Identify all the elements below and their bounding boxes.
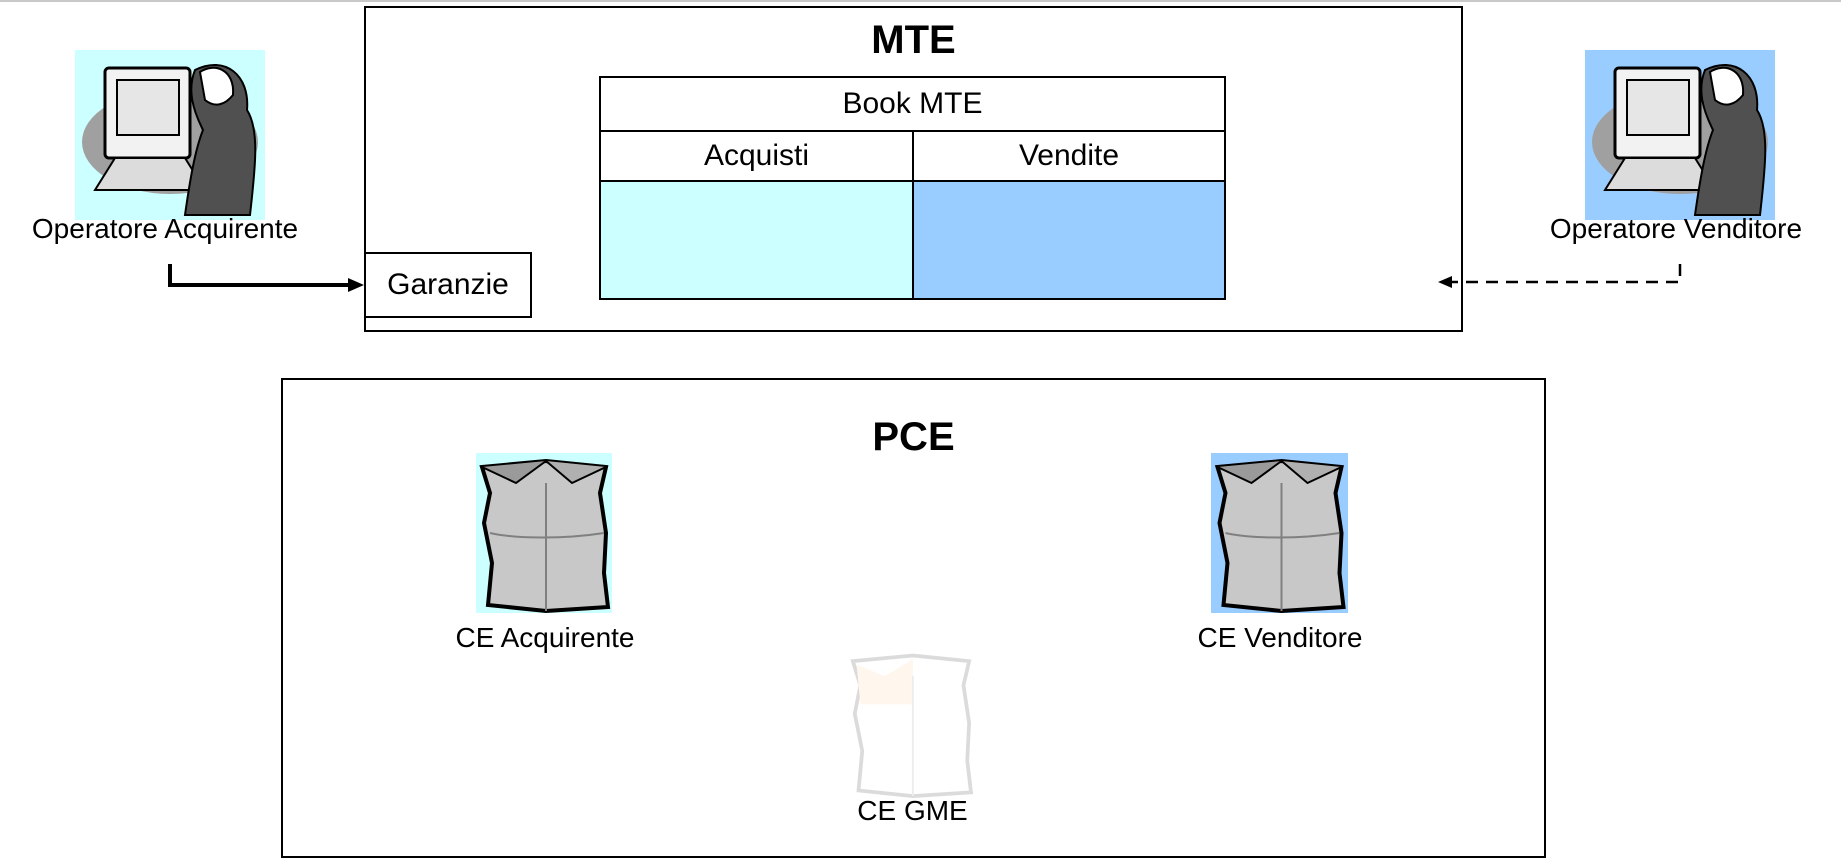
pce-title: PCE — [872, 415, 955, 459]
book-col-vendite: Vendite — [912, 130, 1226, 182]
paper-bag-icon — [850, 653, 974, 799]
buyer-to-garanzie-arrow — [168, 264, 364, 292]
ce-acquirente-icon — [476, 453, 612, 614]
book-acquisti-area — [599, 180, 914, 300]
paper-bag-icon — [1214, 458, 1346, 614]
paper-bag-icon — [479, 458, 611, 614]
computer-user-icon — [82, 64, 258, 216]
operatore-venditore-icon — [1585, 50, 1775, 220]
connector-arrows — [168, 264, 1682, 292]
computer-user-icon — [1592, 64, 1768, 216]
top-border-line — [0, 0, 1841, 2]
ce-gme-label: CE GME — [857, 795, 968, 826]
operatore-venditore-label: Operatore Venditore — [1549, 213, 1803, 244]
ce-venditore-icon — [1211, 453, 1348, 614]
garanzie-box: Garanzie — [364, 252, 532, 318]
seller-to-mte-arrow — [1438, 264, 1682, 288]
book-vendite-area — [912, 180, 1226, 300]
operatore-acquirente-label: Operatore Acquirente — [31, 213, 299, 244]
operatore-acquirente-icon — [75, 50, 265, 220]
ce-acquirente-label: CE Acquirente — [455, 622, 635, 653]
ce-venditore-label: CE Venditore — [1197, 622, 1363, 653]
mte-title: MTE — [871, 18, 956, 62]
ce-gme-icon — [843, 648, 979, 799]
